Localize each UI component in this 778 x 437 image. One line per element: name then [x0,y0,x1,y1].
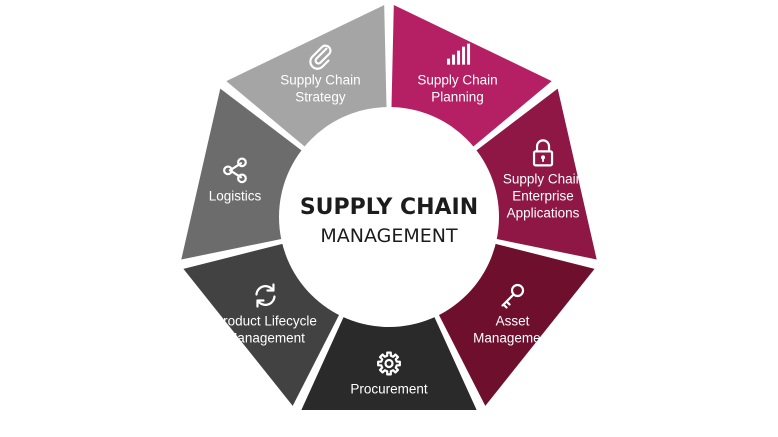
segment-label-line: Supply Chain [417,73,497,88]
segment-shape [181,88,312,260]
segment-label: Logistics [209,188,262,203]
segment-label: Procurement [350,382,428,397]
paperclip-icon [309,44,332,70]
center-title: SUPPLY CHAIN [300,195,478,220]
segment-label-line: Supply Chain [280,73,360,88]
lock-icon [532,139,554,167]
segment-label-line: Asset [496,314,530,329]
segment-label-line: Strategy [295,90,346,105]
bar-chart-icon [447,43,471,65]
center-hub [279,107,499,327]
segment-label-line: Enterprise [512,188,574,203]
share-icon [223,157,247,184]
segment-label-line: Product Lifecycle [214,314,317,329]
segment-label-line: Planning [431,90,484,105]
key-icon [501,283,525,309]
segment-procurement: Procurement [301,306,477,411]
segment-logistics: Logistics [181,88,312,260]
segment-label-line: Applications [507,205,580,220]
gear-icon [377,351,401,376]
segment-label-line: Management [473,331,552,346]
segment-label-line: Logistics [209,188,262,203]
segment-shape [301,306,477,411]
segment-label-line: Supply Chain [503,171,583,186]
center-subtitle: MANAGEMENT [320,225,458,247]
segment-label-line: Procurement [350,382,428,397]
refresh-icon [255,283,276,308]
segment-label-line: Management [226,331,305,346]
segment-shape [466,88,597,260]
